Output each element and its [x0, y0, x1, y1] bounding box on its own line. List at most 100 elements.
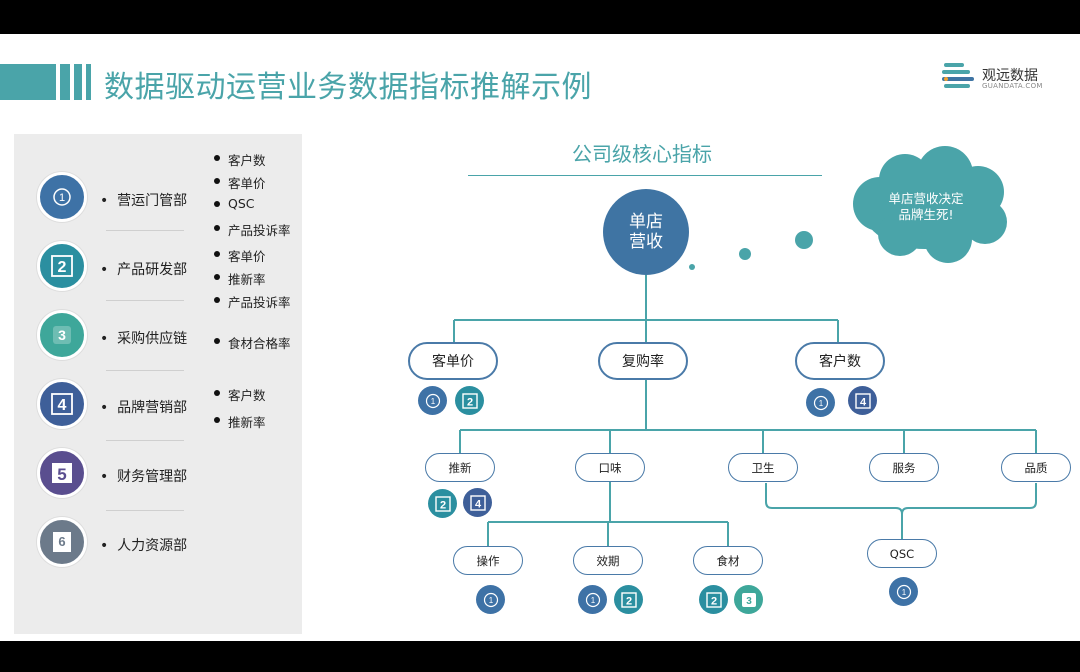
metric-bullet: 推新率 [214, 412, 266, 431]
svg-text:3: 3 [746, 596, 752, 607]
svg-text:2: 2 [466, 396, 472, 408]
number-2-icon: 2 [51, 255, 73, 277]
dept-divider [106, 300, 184, 301]
dept-circle-6: 6 [37, 517, 87, 567]
dept-divider [106, 230, 184, 231]
dept-circle-1: 1 [37, 172, 87, 222]
calendar-6-icon: 6 [53, 532, 71, 552]
node-quality: 品质 [1001, 453, 1071, 482]
cloud-shape [853, 146, 1007, 263]
node-ingredients: 食材 [693, 546, 763, 575]
svg-text:2: 2 [439, 499, 445, 511]
metric-bullet: 产品投诉率 [214, 292, 291, 311]
metric-bullet: 产品投诉率 [214, 220, 291, 239]
dept-circle-3: 3 [37, 310, 87, 360]
dept-circle-2: 2 [37, 241, 87, 291]
slide: 数据驱动运营业务数据指标推解示例 观远数据 GUANDATA.COM 1 • 营… [0, 34, 1080, 641]
title-accent-stripe [60, 64, 70, 100]
dept-circle-5: 5 [37, 448, 87, 498]
number-3-icon: 3 [741, 592, 756, 607]
number-2-icon: 2 [461, 392, 478, 409]
dept-badge-4: 4 [848, 386, 877, 415]
svg-text:1: 1 [901, 588, 906, 597]
number-1-icon: 1 [585, 592, 600, 607]
metric-bullet: 客户数 [214, 385, 266, 404]
node-qsc: QSC [867, 539, 937, 568]
number-1-icon: 1 [896, 584, 911, 599]
dept-label-supply: • 采购供应链 [100, 331, 188, 347]
svg-text:1: 1 [59, 192, 65, 204]
svg-text:4: 4 [859, 396, 866, 408]
node-hygiene: 卫生 [728, 453, 798, 482]
title-accent-bar [0, 64, 56, 100]
dept-circle-4: 4 [37, 379, 87, 429]
dept-divider [106, 370, 184, 371]
number-3-icon: 3 [53, 326, 71, 344]
svg-text:1: 1 [818, 399, 823, 408]
svg-text:4: 4 [474, 498, 481, 510]
dept-label-hr: • 人力资源部 [100, 538, 188, 554]
callout-text: 单店营收决定 品牌生死! [888, 191, 964, 222]
metric-bullet: 客单价 [214, 173, 266, 192]
metric-bullet: 客户数 [214, 150, 266, 169]
svg-text:2: 2 [58, 259, 67, 276]
dept-label-rnd: • 产品研发部 [100, 262, 188, 278]
svg-text:2: 2 [625, 595, 631, 607]
number-4-icon: 4 [469, 494, 486, 511]
number-4-icon: 4 [51, 393, 73, 415]
svg-text:1: 1 [430, 397, 435, 406]
dept-badge-1: 1 [806, 388, 835, 417]
dept-label-operations: • 营运门管部 [100, 193, 188, 209]
dept-divider [106, 440, 184, 441]
number-1-icon: 1 [483, 592, 498, 607]
node-avg-ticket: 客单价 [408, 342, 498, 380]
dept-badge-1: 1 [418, 386, 447, 415]
node-customer-count: 客户数 [795, 342, 885, 380]
number-2-icon: 2 [705, 591, 722, 608]
metric-bullet: 客单价 [214, 246, 266, 265]
number-2-icon: 2 [434, 495, 451, 512]
dept-badge-1: 1 [476, 585, 505, 614]
number-1-icon: 1 [425, 393, 440, 408]
node-service: 服务 [869, 453, 939, 482]
metric-bullet: QSC [214, 196, 255, 211]
root-node-store-revenue: 单店营收 [603, 189, 689, 275]
dept-label-finance: • 财务管理部 [100, 469, 188, 485]
dept-badge-4: 4 [463, 488, 492, 517]
tree-connectors [453, 146, 1037, 546]
svg-text:1: 1 [590, 596, 595, 605]
number-2-icon: 2 [620, 591, 637, 608]
dept-label-brand: • 品牌营销部 [100, 400, 188, 416]
title-accent-stripe [86, 64, 91, 100]
dept-badge-1: 1 [889, 577, 918, 606]
node-taste: 口味 [575, 453, 645, 482]
dept-divider [106, 510, 184, 511]
node-repurchase-rate: 复购率 [598, 342, 688, 380]
svg-text:3: 3 [58, 327, 66, 343]
node-operation: 操作 [453, 546, 523, 575]
metric-bullet: 食材合格率 [214, 333, 291, 352]
metric-bullet: 推新率 [214, 269, 266, 288]
logo-name: 观远数据 [982, 68, 1038, 84]
svg-text:6: 6 [58, 534, 65, 549]
node-new-products: 推新 [425, 453, 495, 482]
svg-text:1: 1 [488, 596, 493, 605]
chart-title-underline [468, 175, 822, 176]
number-5-icon: 5 [52, 463, 72, 484]
node-shelf-life: 效期 [573, 546, 643, 575]
dept-badge-2: 2 [455, 386, 484, 415]
svg-text:5: 5 [57, 465, 66, 484]
dept-badge-2: 2 [428, 489, 457, 518]
title-accent-stripe [74, 64, 82, 100]
number-1-icon: 1 [53, 188, 71, 206]
logo-subtitle: GUANDATA.COM [982, 82, 1043, 90]
dept-badge-3: 3 [734, 585, 763, 614]
dept-badge-1: 1 [578, 585, 607, 614]
number-1-icon: 1 [813, 395, 828, 410]
number-4-icon: 4 [854, 392, 871, 409]
svg-text:2: 2 [710, 595, 716, 607]
guandata-logo-icon [942, 63, 974, 88]
slide-title: 数据驱动运营业务数据指标推解示例 [104, 70, 592, 105]
dept-badge-2: 2 [699, 585, 728, 614]
dept-badge-2: 2 [614, 585, 643, 614]
